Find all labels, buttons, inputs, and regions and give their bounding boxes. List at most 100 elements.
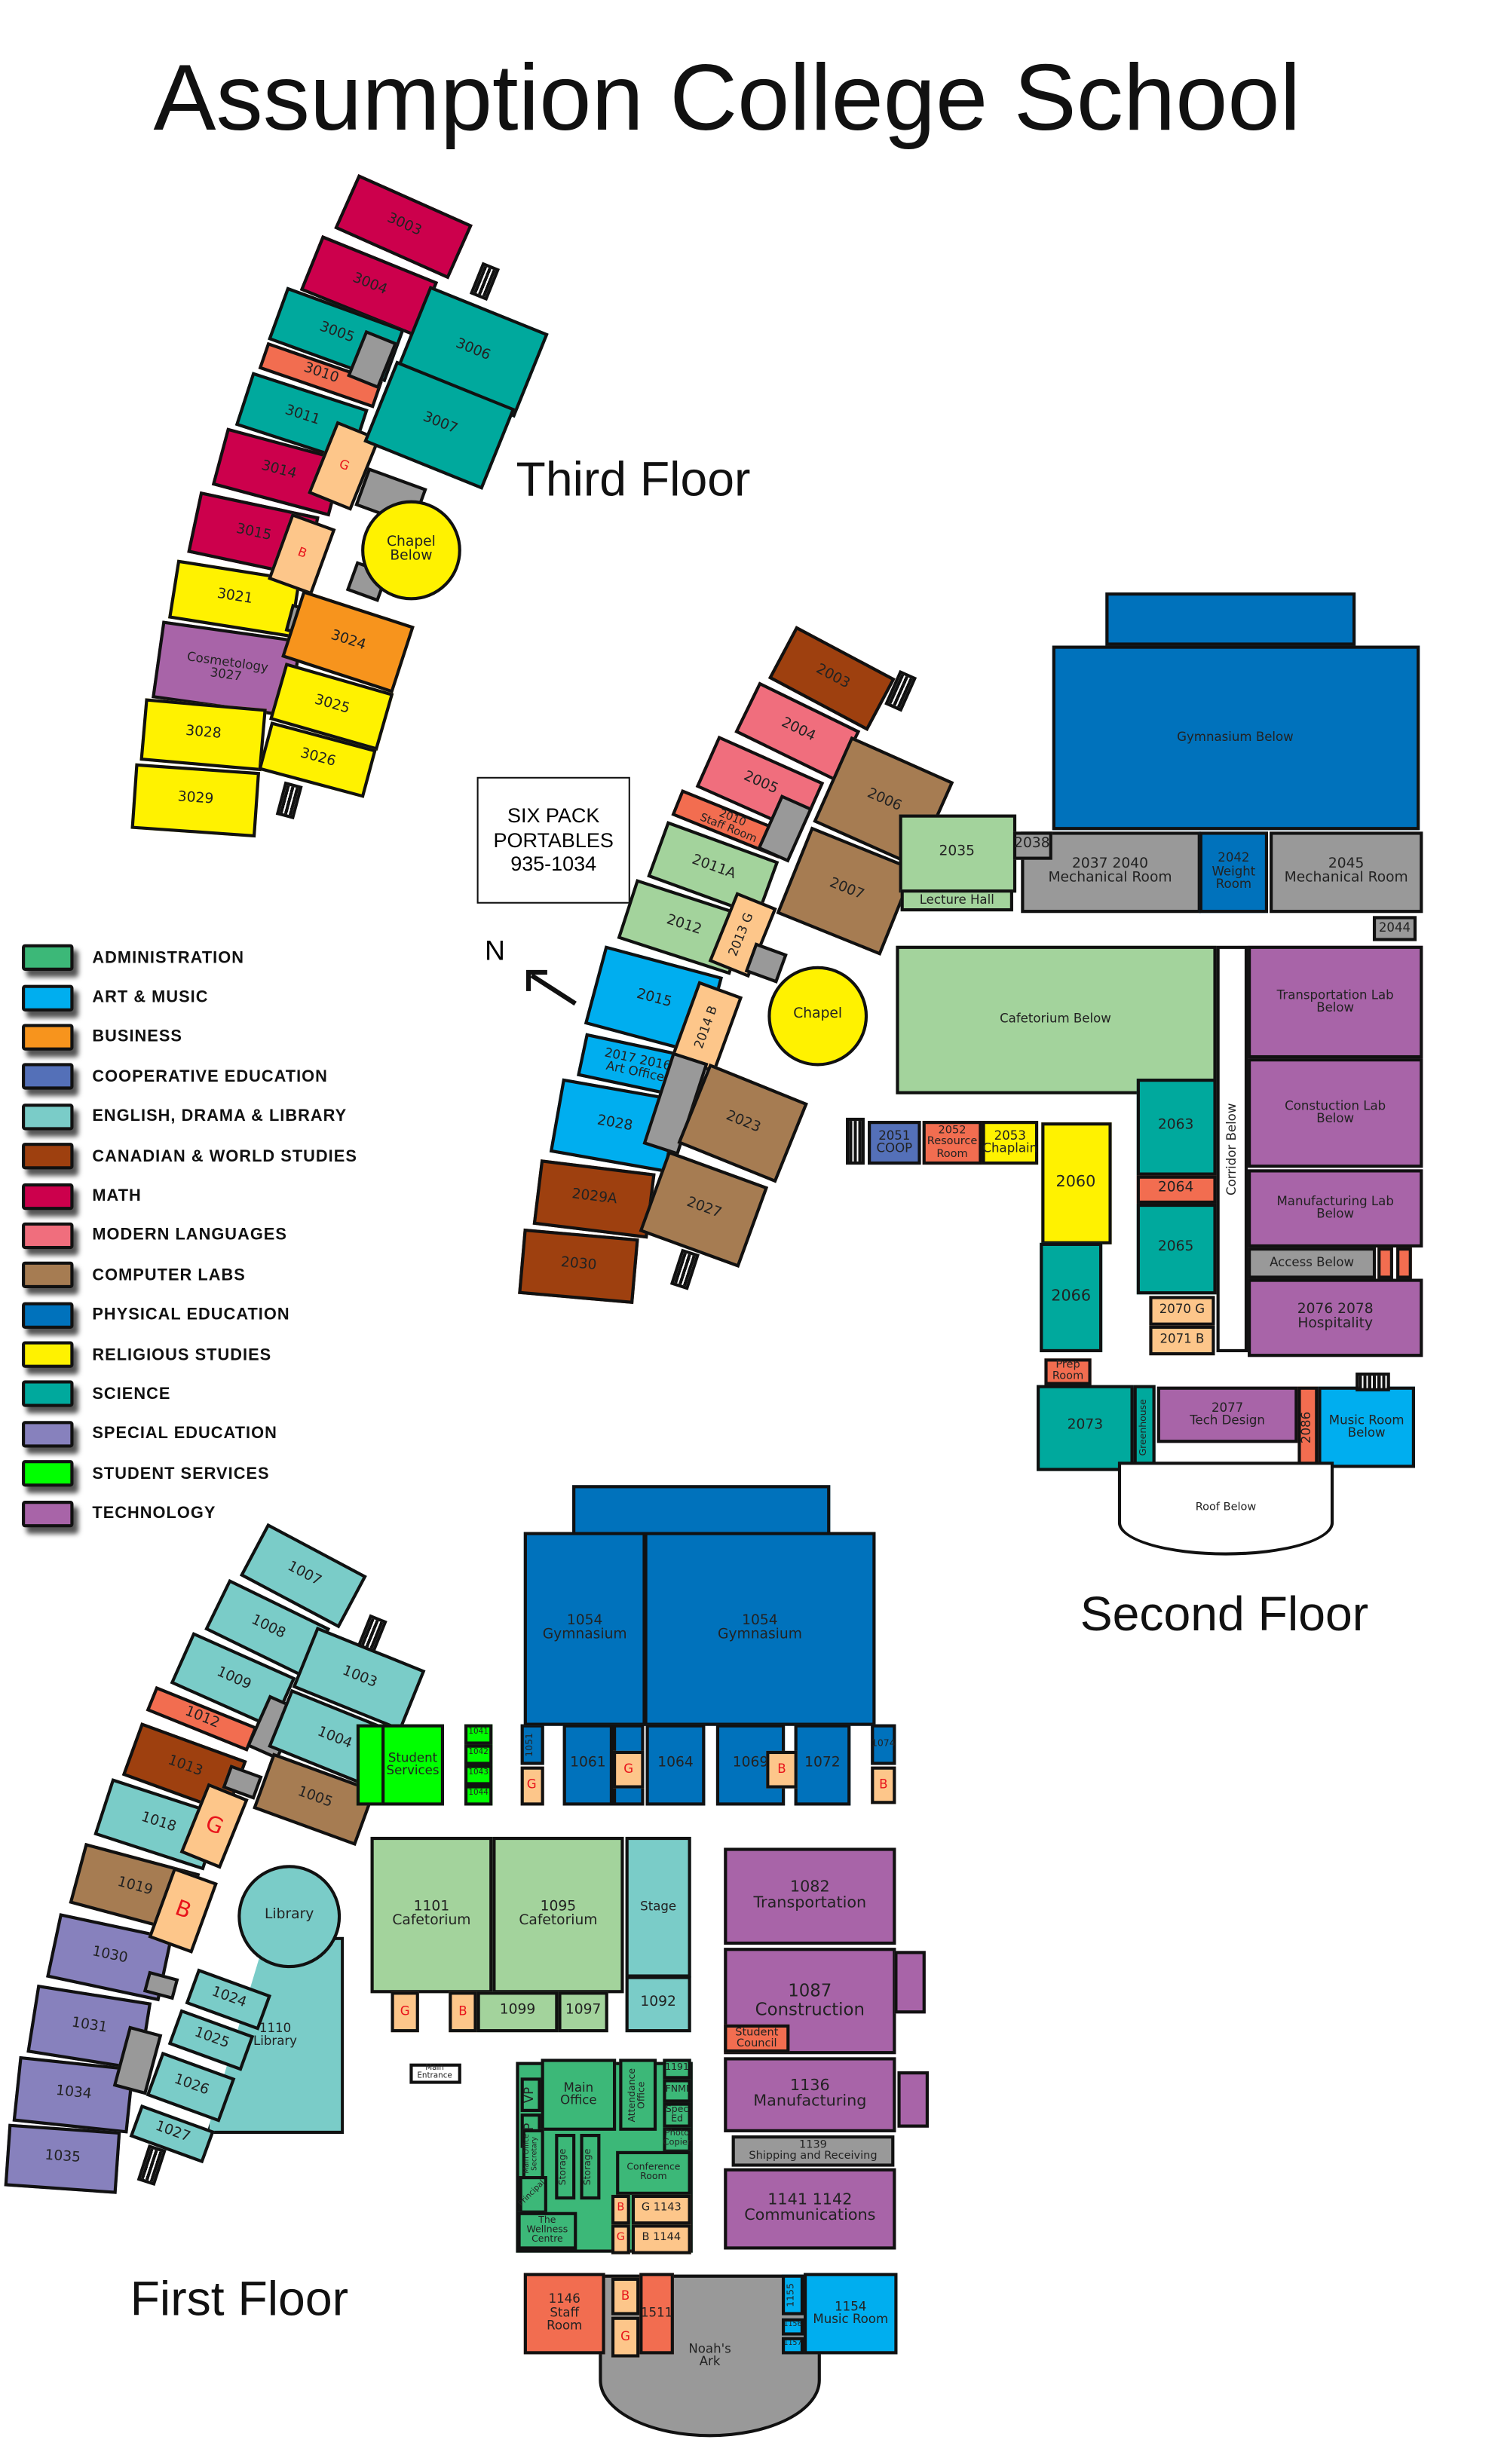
room-label: Constuction Lab Below: [1285, 1098, 1386, 1126]
room-label: FNMI: [665, 2083, 689, 2095]
legend-item: RELIGIOUS STUDIES: [22, 1335, 357, 1375]
stairwell-icon: [136, 2144, 167, 2187]
room-second-r2045: 2045 Mechanical Room: [1270, 831, 1423, 914]
room-label: 3006: [452, 336, 492, 365]
room-label: 1064: [657, 1755, 694, 1772]
room-first-r1157: 1157: [782, 2336, 804, 2354]
room-label: 3003: [384, 211, 424, 240]
room-first-conference: Conference Room: [616, 2150, 691, 2195]
legend-item: TECHNOLOGY: [22, 1494, 357, 1534]
room-first-r1034: 1034: [12, 2055, 135, 2134]
room-label: 1139 Shipping and Receiving: [749, 2138, 878, 2163]
room-second-r2064: 2064: [1135, 1175, 1216, 1204]
room-label: 2077 Tech Design: [1190, 1400, 1265, 1428]
room-label: 1034: [54, 2083, 93, 2104]
room-second-r2066: 2066: [1040, 1242, 1103, 1353]
legend-swatch: [22, 1262, 74, 1289]
room-first-fnmi: FNMI: [663, 2078, 691, 2102]
room-label: 2042 Weight Room: [1212, 851, 1256, 892]
room-label: 1035: [44, 2148, 81, 2167]
legend-swatch: [22, 1024, 74, 1051]
room-second-transport: Transportation Lab Below: [1248, 945, 1423, 1059]
room-label: 3026: [298, 746, 338, 771]
room-second-hosp: 2076 2078 Hospitality: [1248, 1278, 1423, 1357]
room-label: 2012: [664, 913, 703, 939]
room-first-r1136: 1136 Manufacturing: [724, 2057, 896, 2132]
room-first-g1051: G: [519, 1765, 544, 1805]
room-second-r2038: 2038: [1012, 831, 1052, 860]
room-label: Roof Below: [1195, 1501, 1257, 1514]
room-label: 2066: [1051, 1287, 1092, 1305]
room-label: Chapel Below: [387, 534, 436, 565]
room-second-r2077: 2077 Tech Design: [1156, 1386, 1298, 1443]
legend-item: CANADIAN & WORLD STUDIES: [22, 1137, 357, 1177]
room-first-b-cafe: B: [449, 1991, 477, 2033]
legend-label: COMPUTER LABS: [92, 1266, 246, 1285]
room-label: B: [617, 2201, 625, 2215]
room-label: Transportation Lab Below: [1276, 987, 1394, 1015]
room-label: 3011: [282, 403, 322, 430]
legend-swatch: [22, 1381, 74, 1408]
room-label: 2070 G: [1159, 1302, 1205, 1316]
room-label: 2063: [1157, 1118, 1194, 1134]
room-label: Main Office Secretary: [524, 2134, 540, 2175]
room-first-r1154: 1154 Music Room: [804, 2273, 898, 2355]
room-label: 1043: [468, 1768, 489, 1778]
room-label: 1003: [338, 1664, 378, 1692]
room-third-chapel: Chapel Below: [361, 500, 461, 601]
room-first-spec-ed: Spec Ed: [663, 2102, 691, 2128]
first-floor-label: First Floor: [130, 2271, 348, 2327]
stairwell-icon: [469, 262, 501, 301]
service-area: [1105, 592, 1356, 646]
legend-label: BUSINESS: [92, 1027, 183, 1047]
room-label: Noah's Ark: [688, 2341, 731, 2369]
service-area: [571, 1485, 830, 1535]
room-second-manuf: Manufacturing Lab Below: [1248, 1169, 1423, 1248]
room-label: 2053 Chaplain: [982, 1128, 1038, 1155]
room-label: 2064: [1157, 1180, 1194, 1197]
room-label: Corridor Below: [1224, 1103, 1239, 1195]
legend-label: PHYSICAL EDUCATION: [92, 1305, 290, 1325]
room-first-r1143: G 1143: [631, 2193, 691, 2224]
room-label: 1009: [213, 1665, 253, 1694]
room-label: 1025: [191, 2025, 231, 2053]
room-first-r1511: 1511: [639, 2273, 674, 2355]
room-label: 3007: [420, 410, 460, 439]
room-label: 2005: [740, 769, 780, 798]
room-first-r1064: 1064: [645, 1724, 706, 1806]
legend-swatch: [22, 1302, 74, 1329]
room-label: Lecture Hall: [919, 892, 994, 907]
legend-swatch: [22, 1103, 74, 1130]
room-label: Main Entrance: [417, 2063, 452, 2081]
legend-label: ADMINISTRATION: [92, 948, 244, 968]
third-floor-label: Third Floor: [516, 451, 751, 507]
legend-item: ART & MUSIC: [22, 978, 357, 1018]
room-label: 2027: [684, 1193, 724, 1221]
room-first-photo: Photo Copier: [663, 2127, 691, 2153]
room-label: 3005: [317, 320, 357, 347]
room-second-r2060: 2060: [1040, 1122, 1111, 1244]
legend-label: TECHNOLOGY: [92, 1504, 216, 1523]
room-label: 1092: [640, 1995, 676, 2011]
room-label: Storage: [558, 2148, 569, 2185]
room-label: Greenhouse: [1138, 1398, 1150, 1456]
room-label: 1097: [565, 2003, 602, 2019]
stairwell-icon: [275, 781, 303, 820]
room-label: 1004: [314, 1725, 354, 1753]
room-first-r1095: 1095 Cafetorium: [492, 1836, 624, 1994]
room-label: 2017 2016 Art Office: [603, 1045, 673, 1085]
room-first-r1092: 1092: [625, 1976, 691, 2033]
room-label: Music Room Below: [1328, 1413, 1405, 1440]
room-first-r1099: 1099: [476, 1991, 559, 2033]
room-first-storage2: Storage: [579, 2134, 600, 2200]
room-label: B 1144: [642, 2231, 682, 2244]
room-label: 2051 COOP: [876, 1128, 913, 1155]
room-label: 1155: [786, 2282, 798, 2307]
room-label: 2007: [826, 876, 866, 904]
stairwell-icon: [846, 1117, 865, 1165]
room-label: Library: [265, 1907, 314, 1924]
stairwell-icon: [357, 1614, 388, 1654]
room-label: 1082 Transportation: [753, 1878, 867, 1912]
room-label: B: [171, 1895, 195, 1924]
